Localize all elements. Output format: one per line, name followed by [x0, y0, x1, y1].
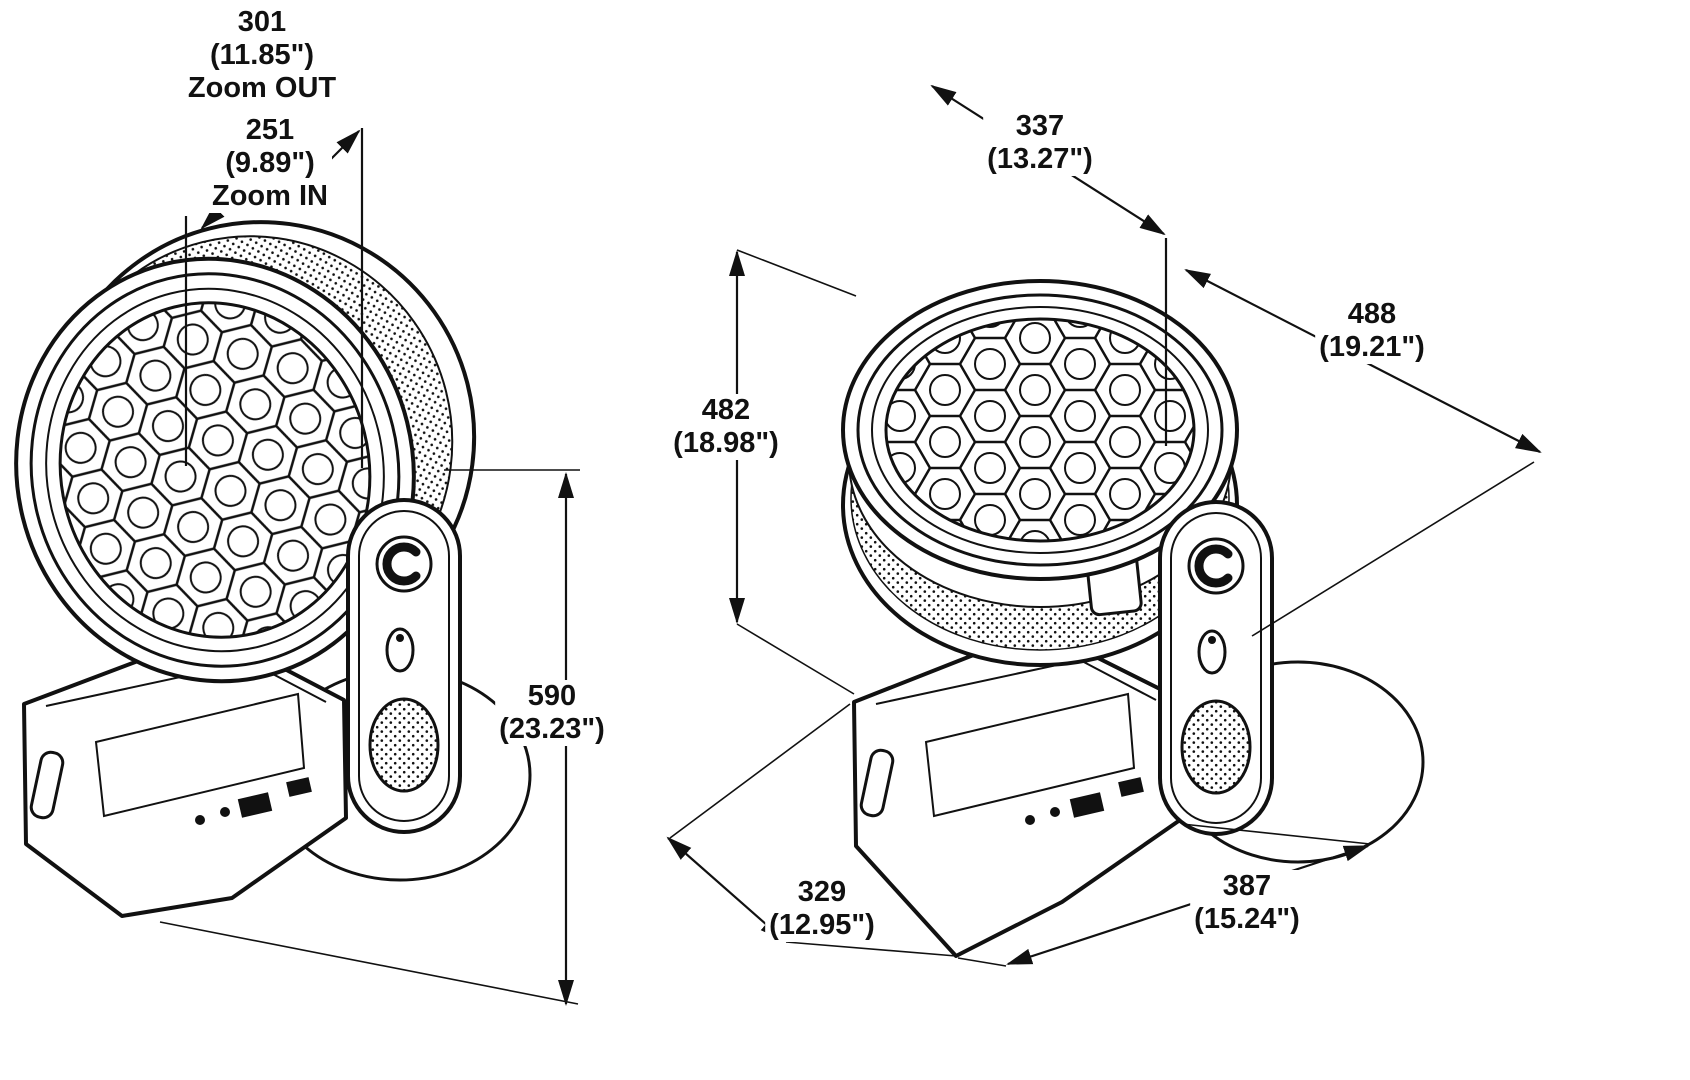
dim-value-inches: (9.89")	[225, 147, 315, 180]
dim-zoom-in-label: 251 (9.89") Zoom IN	[208, 114, 332, 214]
dim-value-inches: (13.27")	[987, 143, 1093, 176]
dimension-lines	[159, 84, 1542, 1006]
fixture-head	[14, 220, 477, 684]
dim-value-inches: (11.85")	[209, 39, 315, 72]
dim-height-590-label: 590 (23.23")	[495, 680, 609, 747]
lens-array	[884, 317, 1196, 543]
dim-depth-488-label: 488 (19.21")	[1315, 298, 1429, 365]
dim-value-mm: 387	[1222, 870, 1272, 902]
dim-height-482-label: 482 (18.98")	[669, 394, 783, 461]
yoke-arm	[1160, 502, 1272, 834]
yoke-arm	[348, 500, 460, 832]
dim-value-mm: 590	[527, 680, 577, 712]
dim-value-inches: (15.24")	[1194, 903, 1300, 936]
dim-head-width-337-label: 337 (13.27")	[983, 110, 1097, 177]
dim-caption: Zoom OUT	[187, 72, 337, 105]
fixture-head	[841, 279, 1239, 667]
lens-array	[58, 301, 372, 639]
dim-line-387	[1006, 844, 1370, 966]
dim-value-mm: 488	[1347, 298, 1397, 330]
dim-value-inches: (23.23")	[499, 713, 605, 746]
fixture-base	[852, 648, 1182, 958]
dim-base-depth-329-label: 329 (12.95")	[765, 876, 879, 943]
dim-zoom-out-label: 301 (11.85") Zoom OUT	[183, 6, 341, 106]
dim-line-329	[666, 836, 786, 942]
dim-caption: Zoom IN	[212, 180, 328, 213]
fixture-left-view	[14, 220, 532, 918]
dim-value-mm: 329	[797, 876, 847, 908]
fixture-right-view	[841, 279, 1425, 958]
dim-value-mm: 482	[701, 394, 751, 426]
dim-value-inches: (19.21")	[1319, 331, 1425, 364]
dim-value-inches: (12.95")	[769, 909, 875, 942]
dim-value-mm: 301	[237, 6, 287, 38]
zoom-out-arrow	[329, 129, 361, 161]
dim-value-mm: 337	[1015, 110, 1065, 142]
dim-value-mm: 251	[245, 114, 295, 146]
fixture-base	[22, 650, 348, 918]
dim-base-width-387-label: 387 (15.24")	[1190, 870, 1304, 937]
dim-value-inches: (18.98")	[673, 427, 779, 460]
